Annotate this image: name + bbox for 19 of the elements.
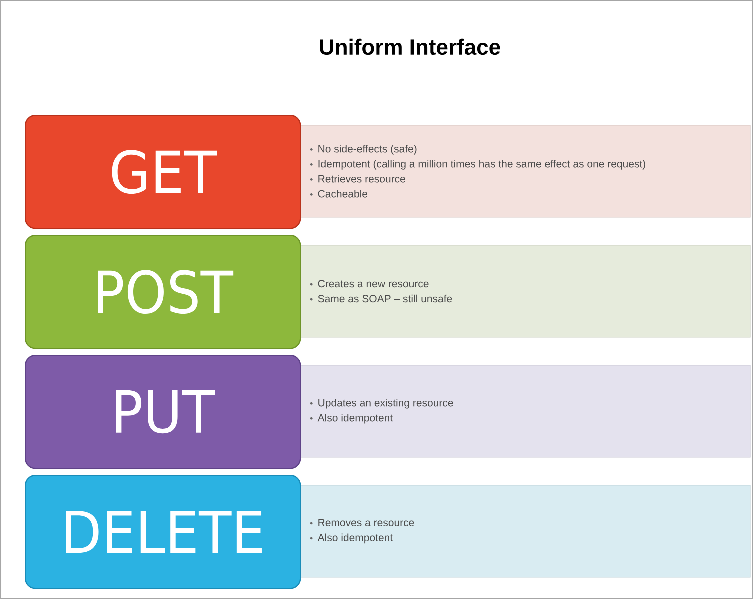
bullet-item: Same as SOAP – still unsafe <box>310 294 452 303</box>
method-box: PUT <box>25 354 302 470</box>
bullet-item: No side-effects (safe) <box>310 145 417 155</box>
description-panel <box>300 485 751 578</box>
method-box: DELETE <box>25 474 302 590</box>
description-panel <box>300 245 751 338</box>
bullet-item: Also idempotent <box>310 414 393 424</box>
bullet-item: Creates a new resource <box>310 280 429 288</box>
bullet-item: Retrieves resource <box>310 175 406 183</box>
method-box: GET <box>25 115 302 230</box>
title: Uniform Interface <box>320 38 500 56</box>
bullet-item: Also idempotent <box>310 534 393 544</box>
method-box: POST <box>25 235 302 350</box>
bullet-item: Idempotent (calling a million times has the same effect as one request) <box>310 160 646 170</box>
bullet-item: Updates an existing resource <box>310 399 454 409</box>
bullet-item: Removes a resource <box>310 519 414 527</box>
description-panel <box>300 125 751 218</box>
bullet-item: Cacheable <box>310 190 368 198</box>
description-panel <box>300 365 751 458</box>
